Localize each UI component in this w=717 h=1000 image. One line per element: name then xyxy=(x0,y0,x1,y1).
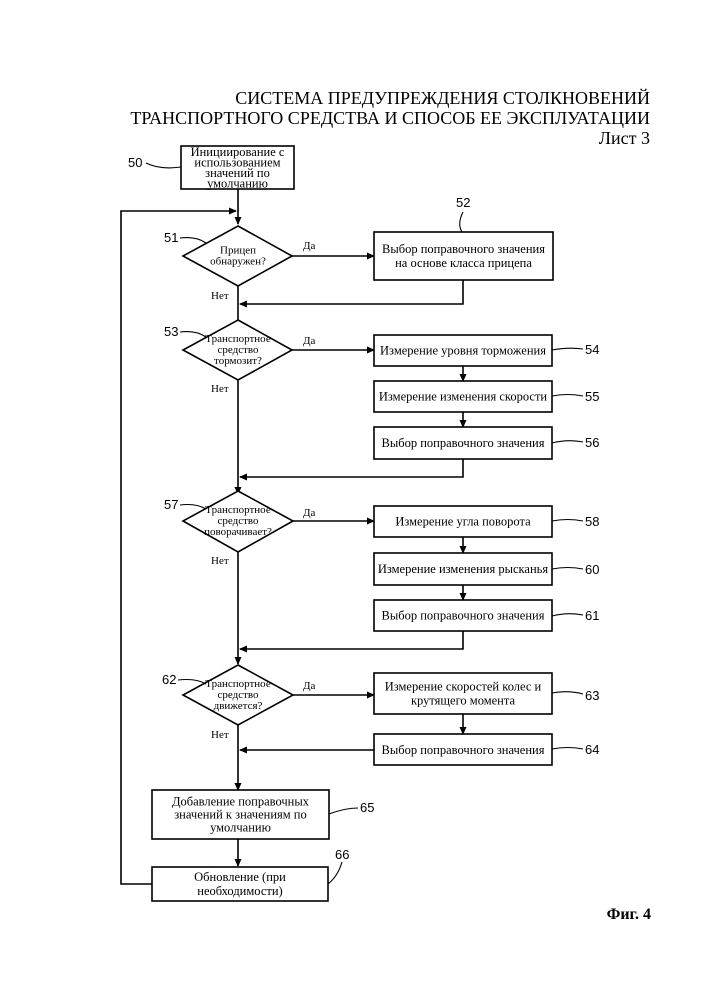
process-box-61: Выбор поправочного значения xyxy=(374,600,552,631)
ref-60: 60 xyxy=(585,562,599,577)
process-box-63: Измерение скоростей колес икрутящего мом… xyxy=(374,673,552,714)
process-60-text-line-1: Измерение изменения рысканья xyxy=(378,562,549,576)
ref-65: 65 xyxy=(360,800,374,815)
ref-66: 66 xyxy=(335,847,349,862)
decision-62: Транспортноесредстводвижется? xyxy=(183,665,293,725)
ref-62: 62 xyxy=(162,672,176,687)
ref-61: 61 xyxy=(585,608,599,623)
process-65-text-line-2: значений к значениям по xyxy=(174,808,307,822)
process-66-text-line-2: необходимости) xyxy=(197,884,282,898)
process-box-65: Добавление поправочныхзначений к значени… xyxy=(152,790,329,839)
process-box-58: Измерение угла поворота xyxy=(374,506,552,537)
process-box-54: Измерение уровня торможения xyxy=(374,335,552,366)
decision-62-no-label: Нет xyxy=(211,729,229,741)
decision-53-no-label: Нет xyxy=(211,383,229,395)
process-box-60: Измерение изменения рысканья xyxy=(374,553,552,585)
process-box-66: Обновление (принеобходимости) xyxy=(152,867,328,901)
process-box-52: Выбор поправочного значенияна основе кла… xyxy=(374,232,553,280)
ref-57: 57 xyxy=(164,497,178,512)
figure-label: Фиг. 4 xyxy=(607,906,651,924)
ref-52: 52 xyxy=(456,195,470,210)
process-56-text-line-1: Выбор поправочного значения xyxy=(382,436,545,450)
decision-53: Транспортноесредствотормозит? xyxy=(183,320,292,380)
ref-53: 53 xyxy=(164,324,178,339)
process-55-text-line-1: Измерение изменения скорости xyxy=(379,390,548,404)
decision-53-yes-label: Да xyxy=(303,335,316,347)
ref-55: 55 xyxy=(585,389,599,404)
process-box-56: Выбор поправочного значения xyxy=(374,427,552,459)
process-66-text-line-1: Обновление (при xyxy=(194,870,286,884)
ref-51: 51 xyxy=(164,230,178,245)
decision-57-text-line-3: поворачивает? xyxy=(204,526,272,538)
process-61-text-line-1: Выбор поправочного значения xyxy=(382,609,545,623)
ref-56: 56 xyxy=(585,435,599,450)
process-box-55: Измерение изменения скорости xyxy=(374,381,552,412)
decision-51-yes-label: Да xyxy=(303,240,316,252)
process-54-text-line-1: Измерение уровня торможения xyxy=(380,344,546,358)
decision-51: Прицепобнаружен? xyxy=(183,226,292,286)
decision-57-no-label: Нет xyxy=(211,555,229,567)
process-65-text-line-1: Добавление поправочных xyxy=(172,795,310,809)
decision-57: Транспортноесредствоповорачивает? xyxy=(183,491,293,552)
ref-54: 54 xyxy=(585,342,599,357)
process-52-text-line-1: Выбор поправочного значения xyxy=(382,242,545,256)
process-64-text-line-1: Выбор поправочного значения xyxy=(382,743,545,757)
ref-58: 58 xyxy=(585,514,599,529)
decision-51-no-label: Нет xyxy=(211,290,229,302)
process-63-text-line-1: Измерение скоростей колес и xyxy=(385,680,542,694)
process-52-text-line-2: на основе класса прицепа xyxy=(395,256,532,270)
process-58-text-line-1: Измерение угла поворота xyxy=(395,515,531,529)
process-63-text-line-2: крутящего момента xyxy=(411,694,516,708)
process-65-text-line-3: умолчанию xyxy=(210,821,271,835)
ref-50: 50 xyxy=(128,155,142,170)
decision-62-text-line-3: движется? xyxy=(214,700,263,712)
start-text-line-4: умолчанию xyxy=(207,176,268,190)
ref-64: 64 xyxy=(585,742,599,757)
decision-57-yes-label: Да xyxy=(303,507,316,519)
start-box-50: Инициирование сиспользованиемзначений по… xyxy=(181,145,294,191)
decision-62-yes-label: Да xyxy=(303,680,316,692)
decision-51-text-line-2: обнаружен? xyxy=(210,256,266,268)
process-box-64: Выбор поправочного значения xyxy=(374,734,552,765)
decision-53-text-line-3: тормозит? xyxy=(214,355,262,367)
ref-63: 63 xyxy=(585,688,599,703)
